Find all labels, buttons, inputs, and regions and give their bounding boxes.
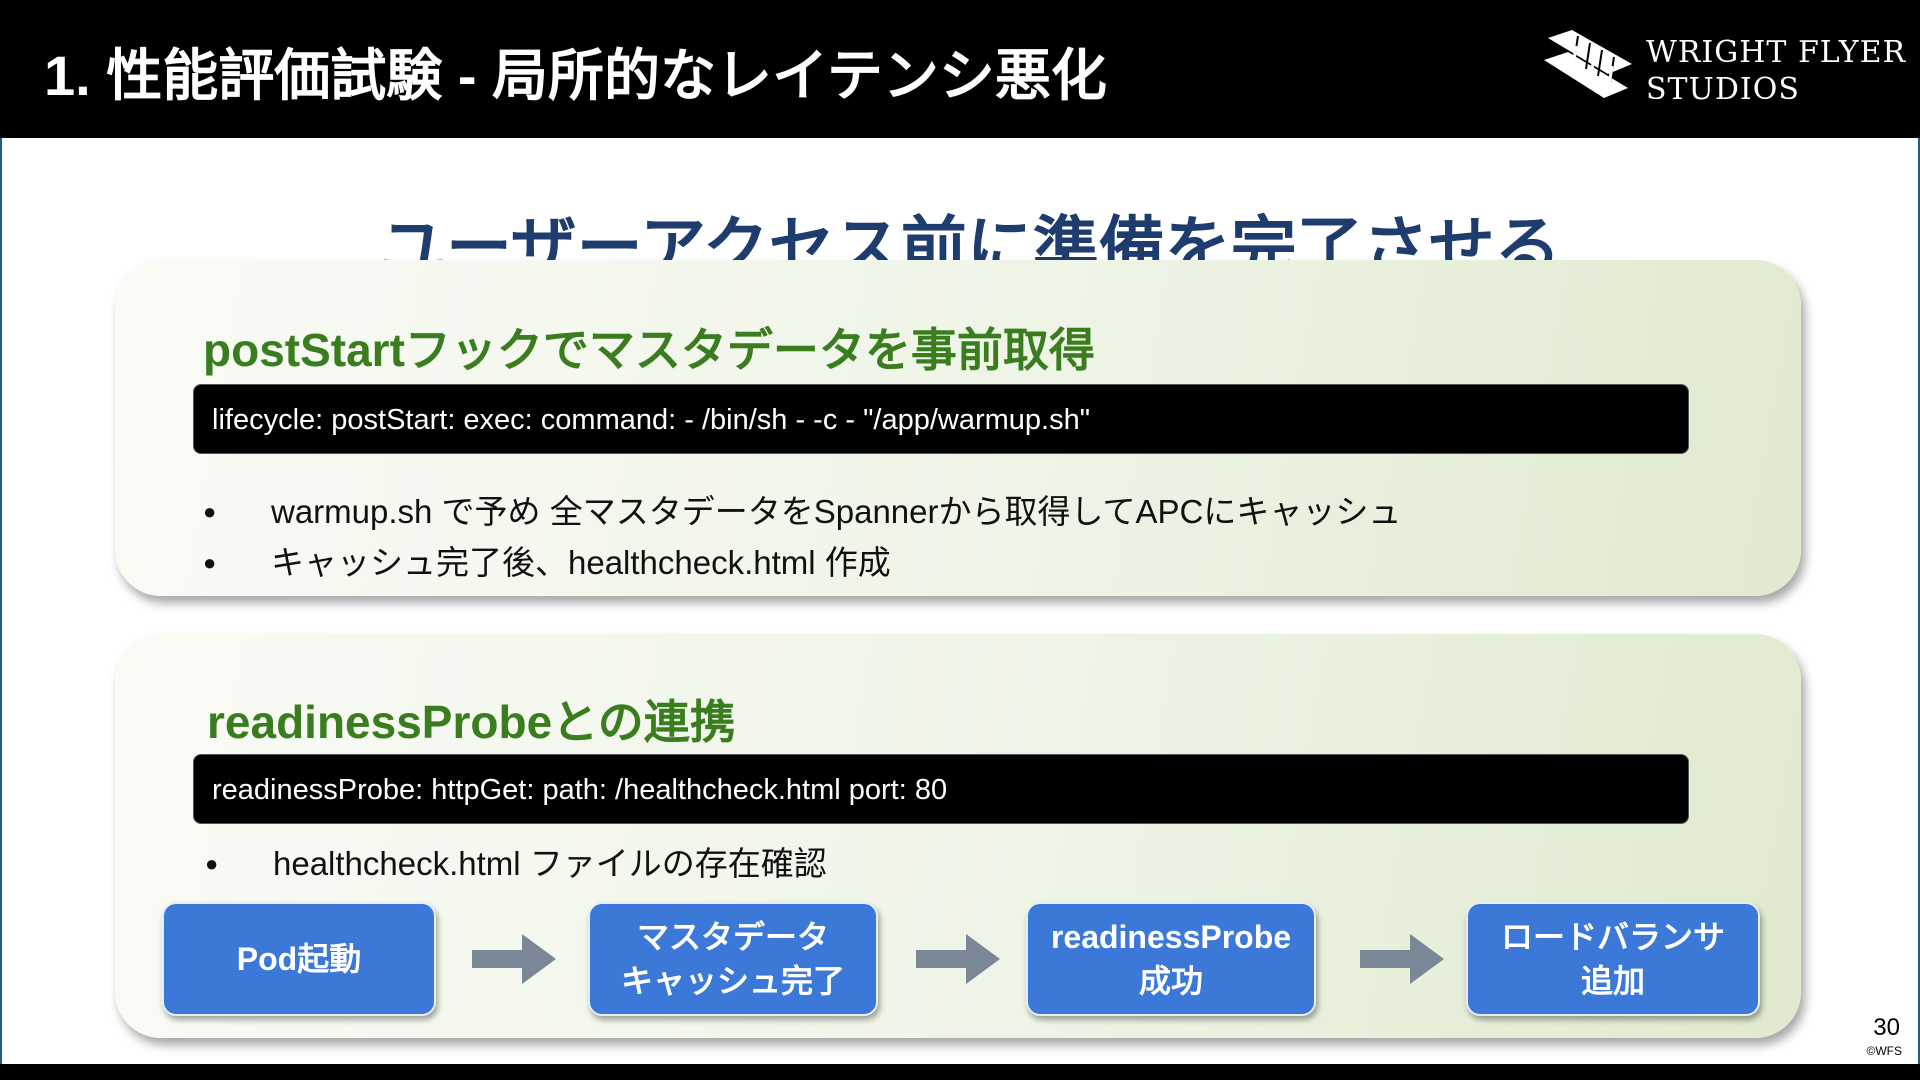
flow-step-readiness-success: readinessProbe 成功 <box>1026 902 1316 1016</box>
arrow-right-icon <box>916 934 1000 984</box>
copyright-notice: ©WFS <box>1866 1044 1902 1058</box>
company-logo: WRIGHT FLYER STUDIOS <box>1540 26 1905 116</box>
section-title: readinessProbeとの連携 <box>207 696 736 748</box>
bullet-list: healthcheck.html ファイルの存在確認 <box>205 838 827 889</box>
code-block: readinessProbe: httpGet: path: /healthch… <box>193 754 1689 824</box>
list-item: キャッシュ完了後、healthcheck.html 作成 <box>203 537 1401 588</box>
list-item: healthcheck.html ファイルの存在確認 <box>205 838 827 889</box>
arrow-right-icon <box>472 934 556 984</box>
slide-title: 1. 性能評価試験 - 局所的なレイテンシ悪化 <box>44 44 1107 107</box>
list-item: warmup.sh で予め 全マスタデータをSpannerから取得してAPCにキ… <box>203 486 1401 537</box>
arrow-right-icon <box>1360 934 1444 984</box>
logo-wordmark: WRIGHT FLYER STUDIOS <box>1646 35 1907 107</box>
bullet-list: warmup.sh で予め 全マスタデータをSpannerから取得してAPCにキ… <box>203 486 1401 588</box>
code-block: lifecycle: postStart: exec: command: - /… <box>193 384 1689 454</box>
flow-step-loadbalancer-add: ロードバランサ 追加 <box>1466 902 1760 1016</box>
page-number: 30 <box>1873 1014 1900 1041</box>
slide-frame <box>0 138 1920 1064</box>
flow-step-pod-start: Pod起動 <box>162 902 436 1016</box>
slide-headline: ユーザーアクセス前に準備を完了させる <box>380 210 1561 263</box>
slide-bottom-bar <box>0 1064 1920 1080</box>
poststart-section-panel: postStartフックでマスタデータを事前取得 lifecycle: post… <box>115 260 1801 596</box>
biplane-logo-icon <box>1544 30 1632 98</box>
section-title: postStartフックでマスタデータを事前取得 <box>203 324 1095 376</box>
slide-header: 1. 性能評価試験 - 局所的なレイテンシ悪化 WRIGHT FLYER STU… <box>0 0 1920 138</box>
flow-step-cache-complete: マスタデータ キャッシュ完了 <box>588 902 878 1016</box>
